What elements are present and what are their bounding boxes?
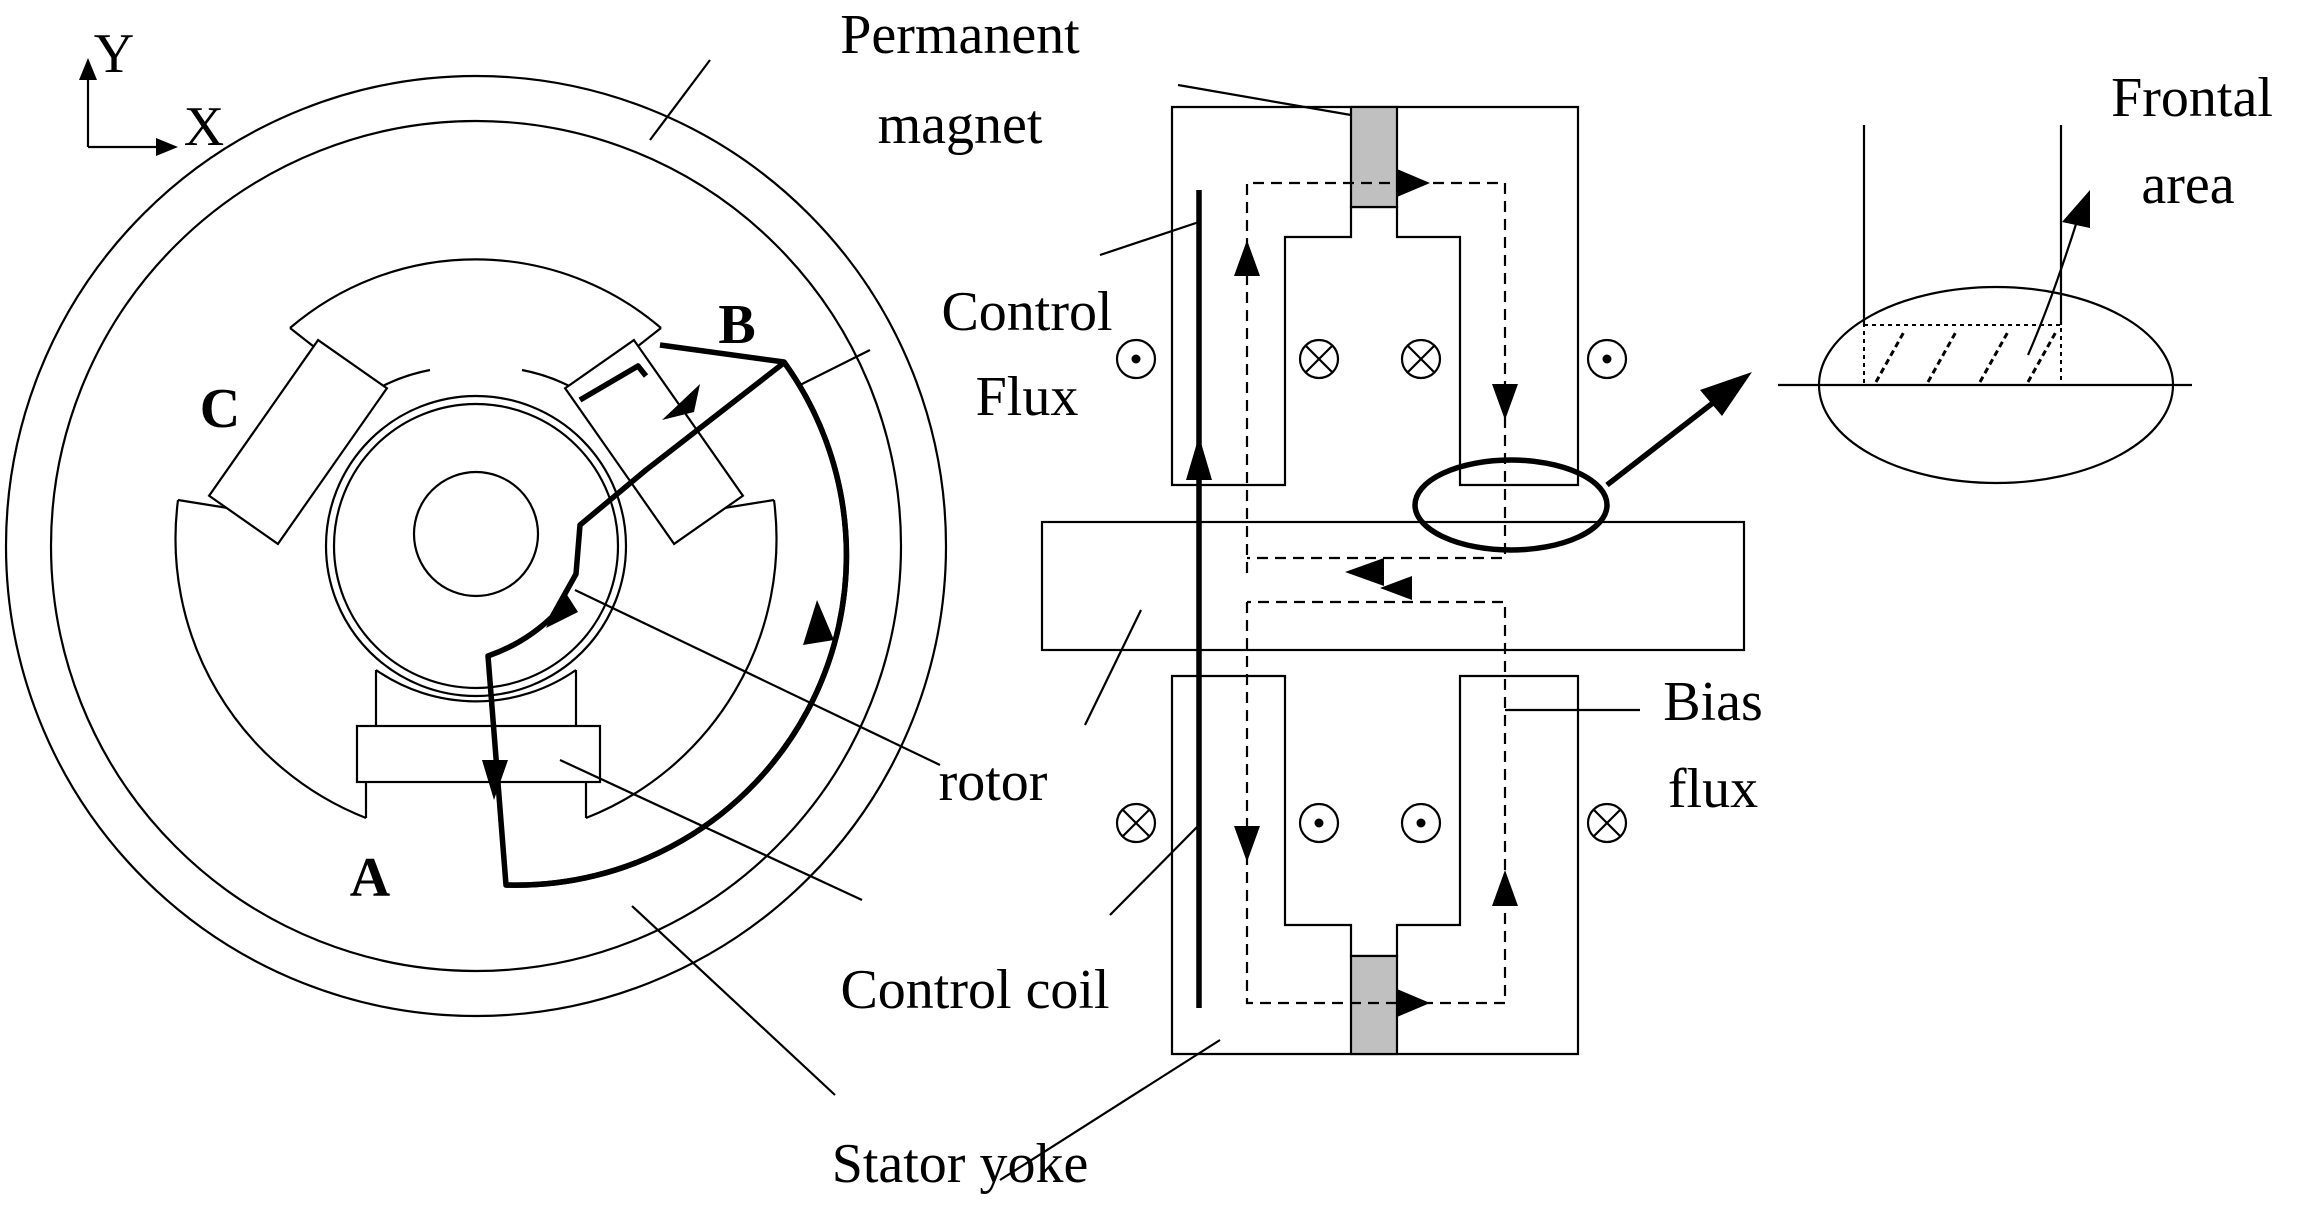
leader-control-flux bbox=[1099, 220, 1200, 257]
leader-rotor-right bbox=[1084, 609, 1142, 726]
bias-arrowhead-lower-left bbox=[1234, 826, 1260, 862]
x-axis-arrowhead bbox=[156, 138, 178, 156]
bias-arrowhead-rotor-upper bbox=[1345, 558, 1384, 586]
current-out-of-page-icon bbox=[1400, 802, 1442, 844]
coil-b bbox=[563, 338, 745, 546]
leader-control-coil bbox=[1109, 824, 1200, 916]
stator-outer-circle bbox=[4, 74, 948, 1018]
frontal-area-region bbox=[1863, 324, 2062, 386]
permanent-magnet-label-line1: Permanent bbox=[840, 4, 1080, 66]
current-into-page-icon bbox=[1115, 802, 1157, 844]
phase-b-label: B bbox=[718, 294, 755, 356]
shaft-circle bbox=[412, 470, 540, 598]
pole-shoe-arc-left bbox=[174, 499, 367, 820]
frontal-area-label-line1: Frontal bbox=[2111, 67, 2273, 129]
bias-arrowhead-upper-left bbox=[1234, 240, 1260, 276]
control-flux-label-line2: Flux bbox=[976, 366, 1079, 428]
current-out-of-page-icon bbox=[1298, 802, 1340, 844]
lower-permanent-magnet bbox=[1349, 954, 1399, 1056]
air-gap-pointer-arrowhead bbox=[1700, 372, 1752, 416]
leader-stator-yoke-right bbox=[999, 1039, 1221, 1181]
control-flux-arrowhead bbox=[1186, 436, 1212, 480]
bias-arrowhead-upper-right bbox=[1492, 384, 1518, 420]
coil-c bbox=[207, 338, 389, 546]
bias-flux-lower-loop bbox=[1245, 600, 1507, 1005]
bias-flux-label-line1: Bias bbox=[1663, 671, 1763, 733]
frontal-area-pointer bbox=[2026, 217, 2080, 356]
pole-shoe-arc-top bbox=[289, 258, 662, 329]
x-axis-label: X bbox=[184, 96, 224, 158]
rotor-label: rotor bbox=[939, 751, 1048, 813]
leader-outer-ring bbox=[649, 59, 711, 141]
control-flux-arc bbox=[505, 360, 850, 888]
leader-b-stator bbox=[799, 349, 871, 386]
control-flux-label-line1: Control bbox=[941, 281, 1112, 343]
current-into-page-icon bbox=[1400, 338, 1442, 380]
flux-arrowhead-rotor bbox=[546, 590, 578, 628]
air-gap-highlight-ellipse bbox=[1412, 457, 1610, 553]
bias-arrowhead-top bbox=[1397, 169, 1430, 197]
leader-rotor-left bbox=[574, 589, 941, 766]
leader-coil-a bbox=[559, 759, 863, 901]
leader-stator-yoke-left bbox=[631, 905, 836, 1096]
coil-a bbox=[355, 724, 602, 784]
bias-arrowhead-lower-right bbox=[1492, 870, 1518, 906]
phase-a-label: A bbox=[350, 847, 391, 909]
flux-arrow-to-b bbox=[578, 363, 649, 403]
flux-arrowhead-b bbox=[662, 384, 700, 420]
flux-arrowhead-down bbox=[482, 760, 508, 800]
y-axis-label: Y bbox=[94, 23, 134, 85]
air-gap-pointer-line bbox=[1605, 389, 1729, 488]
current-into-page-icon bbox=[1586, 802, 1628, 844]
stator-yoke-inner-circle bbox=[49, 119, 903, 973]
control-coil-label: Control coil bbox=[840, 959, 1109, 1021]
text-labels: Permanent magnet Control Flux rotor Bias… bbox=[832, 4, 2273, 1195]
frontal-area-arrowhead bbox=[2062, 190, 2090, 228]
flux-arrowhead-arc bbox=[803, 600, 834, 645]
control-flux-loop bbox=[482, 342, 850, 888]
permanent-magnet-label-line2: magnet bbox=[878, 94, 1043, 156]
rotor-outer-circle bbox=[324, 394, 628, 698]
leader-lines bbox=[559, 59, 1640, 1181]
rotor-ring-circle bbox=[332, 402, 620, 690]
current-out-of-page-icon bbox=[1115, 338, 1157, 380]
bias-arrowhead-bottom bbox=[1397, 989, 1430, 1017]
phase-c-label: C bbox=[200, 378, 240, 440]
stator-yoke-label: Stator yoke bbox=[832, 1133, 1089, 1195]
bias-flux-upper-loop bbox=[1245, 181, 1507, 573]
axial-cross-section bbox=[1040, 105, 1752, 1056]
pole-face-a bbox=[375, 669, 577, 703]
coordinate-axes: Y X bbox=[79, 23, 224, 158]
frontal-area-label-line2: area bbox=[2141, 154, 2234, 216]
frontal-area-hatching bbox=[1874, 329, 2059, 383]
current-into-page-icon bbox=[1298, 338, 1340, 380]
current-out-of-page-icon bbox=[1586, 338, 1628, 380]
leader-permanent-magnet bbox=[1177, 83, 1352, 117]
bias-flux-label-line2: flux bbox=[1668, 758, 1758, 820]
pole-shoe-arc-right bbox=[585, 499, 778, 820]
bias-arrowhead-rotor-lower bbox=[1380, 576, 1412, 600]
radial-cross-section: C B A bbox=[4, 74, 948, 1018]
y-axis-arrowhead bbox=[79, 58, 97, 80]
frontal-area-detail bbox=[1778, 125, 2192, 485]
upper-permanent-magnet bbox=[1349, 105, 1399, 209]
